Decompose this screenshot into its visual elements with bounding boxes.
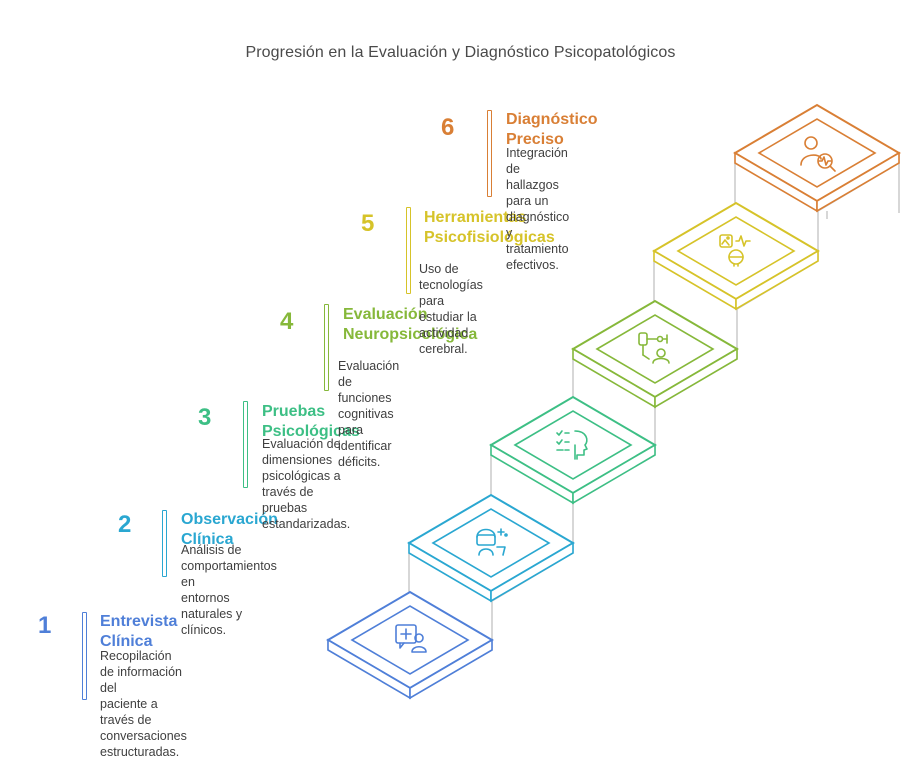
step-accent-bar bbox=[243, 401, 248, 488]
step-tile-5 bbox=[652, 201, 820, 311]
step-title-line: Entrevista Clínica bbox=[100, 613, 178, 650]
step-number: 6 bbox=[441, 114, 455, 141]
step-title: Observación Clínica bbox=[181, 510, 278, 550]
step-title-line: Herramientas bbox=[424, 209, 527, 226]
step-tile-6 bbox=[733, 103, 901, 213]
step-description-line: Evaluación de dimensiones bbox=[262, 437, 341, 467]
step-tile-front bbox=[735, 249, 819, 311]
step-tile-3 bbox=[489, 395, 657, 505]
step-accent-bar bbox=[82, 612, 87, 700]
checklist-head-icon bbox=[556, 430, 588, 460]
step-tile-4 bbox=[571, 299, 739, 409]
step-description-line: para identificar déficits. bbox=[338, 423, 392, 469]
step-accent-bar bbox=[324, 304, 329, 391]
step-description-line: Evaluación de funciones cognitivas bbox=[338, 359, 400, 421]
step-description-line: psicológicas a través de pruebas bbox=[262, 469, 341, 515]
step-description-line: diagnóstico y tratamiento bbox=[506, 210, 570, 256]
step-title-line: Observación Clínica bbox=[181, 511, 278, 548]
step-tile-front bbox=[490, 541, 574, 603]
step-accent-bar bbox=[162, 510, 167, 577]
step-tile-inner bbox=[431, 508, 551, 578]
step-tile-front bbox=[654, 347, 738, 409]
step-accent-bar bbox=[406, 207, 411, 294]
brain-scan-icon bbox=[719, 234, 751, 267]
step-title: Entrevista Clínica bbox=[100, 612, 177, 652]
step-description-line: efectivos. bbox=[506, 258, 559, 272]
neuro-device-icon bbox=[638, 332, 670, 364]
step-tile-inner bbox=[757, 118, 877, 188]
step-tile-inner bbox=[676, 216, 796, 286]
step-tile-inner bbox=[513, 410, 633, 480]
step-description-line: estandarizadas. bbox=[262, 517, 351, 531]
step-tile-front bbox=[572, 443, 656, 505]
clinician-observation-icon bbox=[476, 528, 508, 556]
step-title: Pruebas Psicológicas bbox=[262, 402, 360, 442]
diagnosis-search-icon bbox=[800, 136, 836, 172]
step-title-line: Pruebas Psicológicas bbox=[262, 403, 360, 440]
step-title-line: Evaluación bbox=[343, 306, 428, 323]
step-tile-inner bbox=[350, 605, 470, 675]
step-description-line: Integración de hallazgos para un bbox=[506, 146, 568, 208]
step-title: Diagnóstico Preciso bbox=[506, 110, 598, 150]
step-description-line: Análisis de comportamientos en bbox=[181, 543, 277, 589]
step-description-line: actividad cerebral. bbox=[419, 326, 469, 356]
step-description-line: entornos naturales y clínicos. bbox=[181, 591, 243, 637]
step-tile-2 bbox=[407, 493, 575, 603]
step-tile-front bbox=[816, 151, 900, 213]
step-description-line: Recopilación de información del bbox=[100, 649, 182, 695]
step-description-line: paciente a través de bbox=[100, 697, 158, 727]
step-tile-inner bbox=[595, 314, 715, 384]
step-tile-1 bbox=[326, 590, 494, 700]
step-number: 5 bbox=[361, 210, 375, 237]
medical-chat-icon bbox=[395, 624, 427, 653]
step-description-line: conversaciones estructuradas. bbox=[100, 729, 187, 759]
step-number: 4 bbox=[280, 308, 294, 335]
step-number: 2 bbox=[118, 511, 132, 538]
step-title-line: Neuropsicológica bbox=[343, 326, 478, 343]
step-number: 1 bbox=[38, 612, 52, 639]
step-title-line: Psicofisiológicas bbox=[424, 229, 555, 246]
step-number: 3 bbox=[198, 404, 212, 431]
step-tile-front bbox=[409, 638, 493, 700]
step-description-line: Uso de tecnologías para estudiar la bbox=[419, 262, 483, 324]
diagram-title: Progresión en la Evaluación y Diagnóstic… bbox=[245, 44, 676, 61]
step-accent-bar bbox=[487, 110, 492, 197]
step-title-line: Diagnóstico Preciso bbox=[506, 111, 598, 148]
